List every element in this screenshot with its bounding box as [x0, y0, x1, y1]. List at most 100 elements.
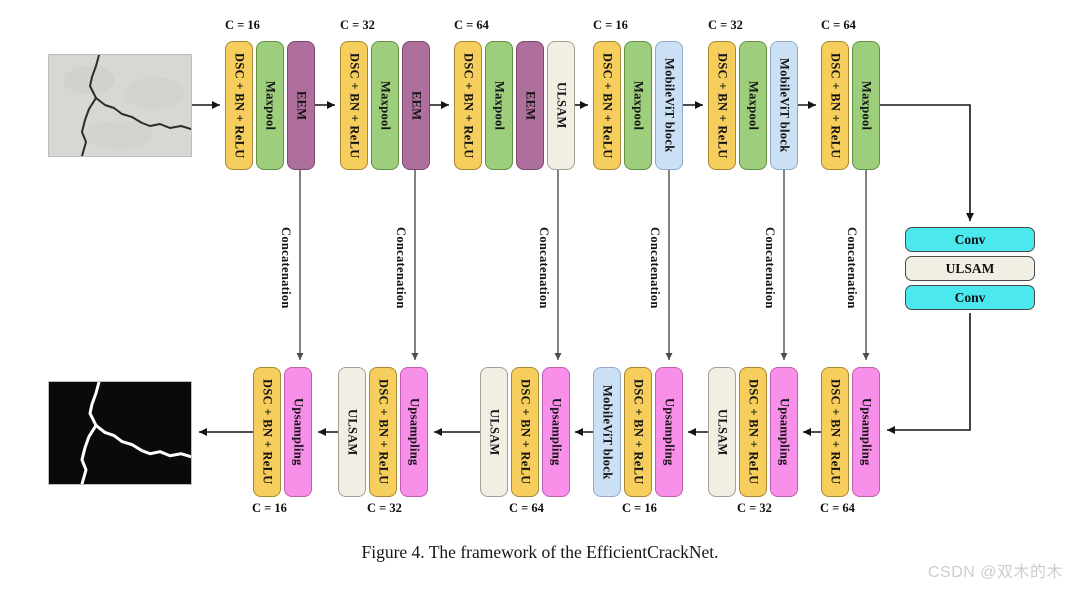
block-label: MobileViT block [600, 384, 615, 480]
eem-block: EEM [287, 41, 315, 170]
concatenation-label: Concatenation [393, 203, 408, 333]
block-label: Maxpool [746, 80, 761, 131]
crack-mask-graphic [49, 382, 191, 484]
block-label: ULSAM [345, 408, 360, 456]
block-label: ULSAM [715, 408, 730, 456]
upsampling-block: Upsampling [770, 367, 798, 497]
upsampling-block: Upsampling [655, 367, 683, 497]
maxpool-block: Maxpool [485, 41, 513, 170]
channel-label: C = 64 [454, 18, 489, 32]
block-label: EEM [294, 90, 309, 121]
block-label: DSC + BN + ReLU [260, 379, 275, 485]
block-label: Maxpool [492, 80, 507, 131]
crack-photo-graphic [49, 55, 191, 156]
channel-label: C = 16 [252, 501, 287, 515]
block-label: EEM [409, 90, 424, 121]
decoder-stage-1: DSC + BN + ReLU Upsampling [253, 367, 312, 497]
block-label: DSC + BN + ReLU [347, 52, 362, 159]
maxpool-block: Maxpool [624, 41, 652, 170]
dsc-bn-relu-block: DSC + BN + ReLU [340, 41, 368, 170]
ulsam-block: ULSAM [905, 256, 1035, 281]
mobilevit-block: MobileViT block [770, 41, 798, 170]
upsampling-block: Upsampling [284, 367, 312, 497]
maxpool-block: Maxpool [852, 41, 880, 170]
block-label: DSC + BN + ReLU [631, 379, 646, 485]
encoder-stage-1: DSC + BN + ReLU Maxpool EEM [225, 41, 315, 170]
channel-label: C = 16 [622, 501, 657, 515]
concatenation-text: Concatenation [763, 227, 777, 309]
block-label: DSC + BN + ReLU [746, 379, 761, 485]
block-label: Upsampling [777, 398, 792, 466]
concatenation-text: Concatenation [845, 227, 859, 309]
maxpool-block: Maxpool [256, 41, 284, 170]
block-label: DSC + BN + ReLU [828, 52, 843, 159]
block-label: DSC + BN + ReLU [232, 52, 247, 159]
ulsam-block: ULSAM [547, 41, 575, 170]
dsc-bn-relu-block: DSC + BN + ReLU [511, 367, 539, 497]
block-label: MobileViT block [662, 58, 677, 153]
block-label: Maxpool [378, 80, 393, 131]
block-label: DSC + BN + ReLU [461, 52, 476, 159]
bottleneck-stack: Conv ULSAM Conv [905, 227, 1035, 314]
block-label: DSC + BN + ReLU [715, 52, 730, 159]
dsc-bn-relu-block: DSC + BN + ReLU [593, 41, 621, 170]
concatenation-text: Concatenation [648, 227, 662, 309]
encoder-stage-4: DSC + BN + ReLU Maxpool MobileViT block [593, 41, 683, 170]
block-label: DSC + BN + ReLU [518, 379, 533, 485]
decoder-stage-3: ULSAM DSC + BN + ReLU Upsampling [480, 367, 570, 497]
dsc-bn-relu-block: DSC + BN + ReLU [454, 41, 482, 170]
block-label: ULSAM [487, 408, 502, 456]
mobilevit-block: MobileViT block [655, 41, 683, 170]
decoder-stage-2: ULSAM DSC + BN + ReLU Upsampling [338, 367, 428, 497]
concatenation-label: Concatenation [647, 203, 662, 333]
ulsam-block: ULSAM [338, 367, 366, 497]
decoder-stage-4: MobileViT block DSC + BN + ReLU Upsampli… [593, 367, 683, 497]
watermark: CSDN @双木的木 [927, 564, 1063, 581]
dsc-bn-relu-block: DSC + BN + ReLU [739, 367, 767, 497]
encoder-stage-6: DSC + BN + ReLU Maxpool [821, 41, 880, 170]
dsc-bn-relu-block: DSC + BN + ReLU [708, 41, 736, 170]
dsc-bn-relu-block: DSC + BN + ReLU [624, 367, 652, 497]
block-label: DSC + BN + ReLU [376, 379, 391, 485]
dsc-bn-relu-block: DSC + BN + ReLU [821, 41, 849, 170]
channel-label: C = 16 [225, 18, 260, 32]
eem-block: EEM [516, 41, 544, 170]
channel-label: C = 32 [367, 501, 402, 515]
concatenation-label: Concatenation [278, 203, 293, 333]
block-label: Upsampling [662, 398, 677, 466]
decoder-stage-6: DSC + BN + ReLU Upsampling [821, 367, 880, 497]
block-label: Upsampling [859, 398, 874, 466]
ulsam-block: ULSAM [708, 367, 736, 497]
channel-label: C = 32 [737, 501, 772, 515]
channel-label: C = 32 [708, 18, 743, 32]
maxpool-block: Maxpool [739, 41, 767, 170]
block-label: MobileViT block [777, 58, 792, 153]
concatenation-label: Concatenation [536, 203, 551, 333]
dsc-bn-relu-block: DSC + BN + ReLU [225, 41, 253, 170]
block-label: Upsampling [291, 398, 306, 466]
encoder-stage-2: DSC + BN + ReLU Maxpool EEM [340, 41, 430, 170]
block-label: DSC + BN + ReLU [828, 379, 843, 485]
block-label: Maxpool [631, 80, 646, 131]
upsampling-block: Upsampling [542, 367, 570, 497]
conv-block: Conv [905, 285, 1035, 310]
concatenation-label: Concatenation [762, 203, 777, 333]
concatenation-text: Concatenation [537, 227, 551, 309]
output-crack-mask [48, 381, 192, 485]
dsc-bn-relu-block: DSC + BN + ReLU [253, 367, 281, 497]
channel-label: C = 64 [820, 501, 855, 515]
block-label: Maxpool [263, 80, 278, 131]
encoder-stage-3: DSC + BN + ReLU Maxpool EEM ULSAM [454, 41, 575, 170]
maxpool-block: Maxpool [371, 41, 399, 170]
block-label: DSC + BN + ReLU [600, 52, 615, 159]
dsc-bn-relu-block: DSC + BN + ReLU [369, 367, 397, 497]
decoder-stage-5: ULSAM DSC + BN + ReLU Upsampling [708, 367, 798, 497]
upsampling-block: Upsampling [852, 367, 880, 497]
block-label: Maxpool [859, 80, 874, 131]
encoder-stage-5: DSC + BN + ReLU Maxpool MobileViT block [708, 41, 798, 170]
dsc-bn-relu-block: DSC + BN + ReLU [821, 367, 849, 497]
upsampling-block: Upsampling [400, 367, 428, 497]
block-label: Upsampling [407, 398, 422, 466]
concatenation-text: Concatenation [279, 227, 293, 309]
